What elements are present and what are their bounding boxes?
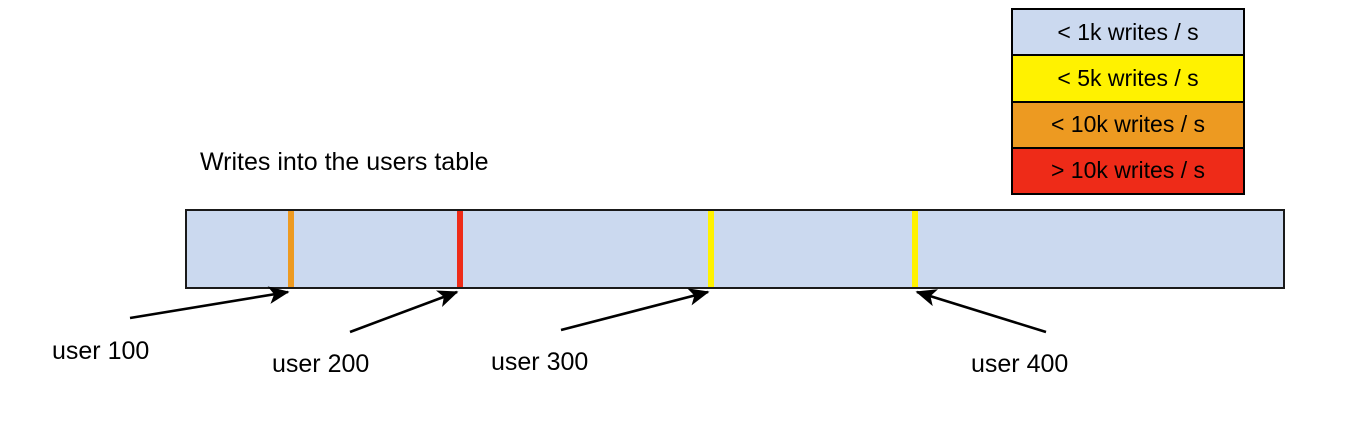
arrow-user-400 — [915, 289, 1047, 334]
write-marker-user-100 — [288, 211, 294, 287]
legend-label-1: < 5k writes / s — [1057, 64, 1199, 91]
legend: < 1k writes / s < 5k writes / s < 10k wr… — [1011, 8, 1245, 195]
keyspace-bar — [185, 209, 1285, 289]
legend-row-0: < 1k writes / s — [1013, 10, 1243, 57]
tick-label-user-300: user 300 — [491, 348, 589, 376]
legend-label-0: < 1k writes / s — [1057, 18, 1199, 45]
legend-row-2: < 10k writes / s — [1013, 102, 1243, 149]
tick-label-user-200: user 200 — [272, 350, 370, 378]
arrow-user-300 — [560, 288, 710, 332]
write-marker-user-400 — [912, 211, 918, 287]
arrow-user-200 — [349, 290, 459, 334]
chart-title: Writes into the users table — [200, 148, 489, 176]
arrow-user-100 — [129, 286, 290, 320]
tick-label-user-100: user 100 — [52, 337, 150, 365]
legend-label-3: > 10k writes / s — [1050, 157, 1206, 184]
tick-label-user-400: user 400 — [971, 350, 1069, 378]
write-marker-user-300 — [708, 211, 714, 287]
write-marker-user-200 — [457, 211, 463, 287]
legend-row-3: > 10k writes / s — [1013, 148, 1243, 193]
legend-label-2: < 10k writes / s — [1050, 111, 1206, 138]
legend-row-1: < 5k writes / s — [1013, 56, 1243, 103]
